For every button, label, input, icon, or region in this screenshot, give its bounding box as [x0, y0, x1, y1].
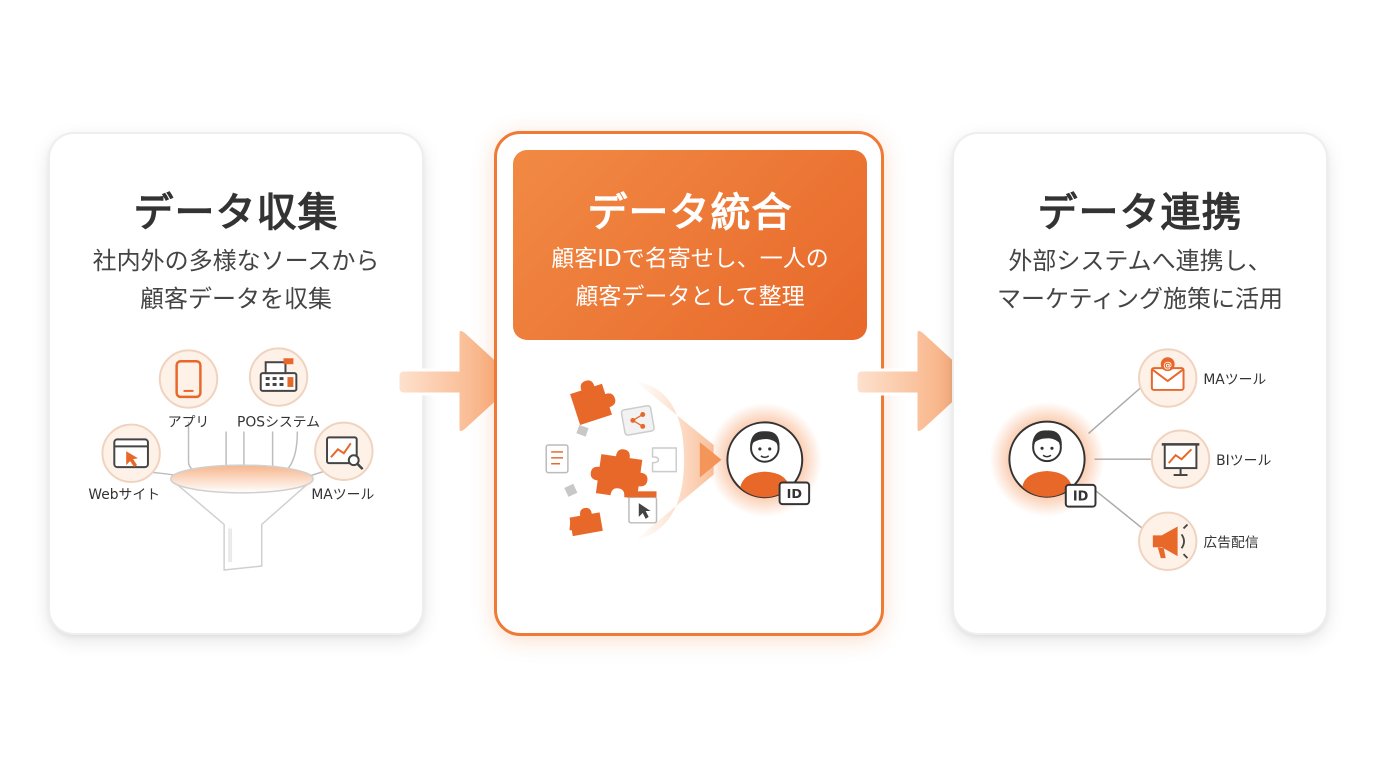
integrate-title: データ統合	[587, 190, 793, 236]
collect-diagram: アプリ POSシステム Webサイト	[88, 347, 374, 571]
collect-desc-line-1: 社内外の多様なソースから	[92, 247, 380, 275]
source-label-app: アプリ	[168, 415, 210, 431]
integrate-diagram: ID	[545, 380, 822, 541]
source-label-web: Webサイト	[88, 487, 160, 503]
integrate-header-box: データ統合 顧客IDで名寄せし、一人の 顧客データとして整理	[513, 150, 867, 340]
flow-arrow-2	[854, 327, 976, 435]
puzzle-piece-share-icon	[620, 404, 655, 436]
collect-desc-line-2: 顧客データを収集	[140, 285, 332, 313]
flow-arrow-1	[396, 327, 518, 435]
id-badge: ID	[778, 481, 811, 506]
card-data-collection: データ収集 社内外の多様なソースから 顧客データを収集	[48, 132, 424, 635]
collect-description: 社内外の多様なソースから 顧客データを収集	[50, 242, 422, 318]
id-badge-text: ID	[1073, 490, 1088, 505]
email-marketing-icon: @	[1138, 348, 1198, 408]
card-data-integration: データ統合 顧客IDで名寄せし、一人の 顧客データとして整理	[494, 131, 884, 636]
ma-tool-chart-icon	[314, 421, 374, 481]
document-list-icon	[545, 444, 569, 474]
id-badge-text: ID	[787, 487, 802, 502]
integrate-description: 顧客IDで名寄せし、一人の 顧客データとして整理	[513, 240, 867, 316]
website-browser-icon	[101, 423, 161, 483]
puzzle-piece-icon	[576, 424, 589, 437]
bi-presentation-icon	[1150, 429, 1211, 489]
puzzle-piece-cursor-icon	[628, 491, 658, 524]
card-data-linkage: データ連携 外部システムへ連携し、 マーケティング施策に活用	[952, 132, 1328, 635]
merge-beam	[634, 381, 714, 541]
puzzle-piece-icon	[564, 483, 578, 497]
integrate-desc-line-2: 顧客データとして整理	[575, 284, 805, 310]
smartphone-icon	[158, 349, 219, 409]
link-desc-line-2: マーケティング施策に活用	[996, 285, 1284, 313]
puzzle-piece-icon	[569, 520, 584, 532]
integrate-desc-line-1: 顧客IDで名寄せし、一人の	[551, 246, 829, 272]
link-diagram: ID @ MAツール BIツール	[989, 348, 1271, 571]
target-label-ad: 広告配信	[1203, 535, 1259, 551]
puzzle-piece-blank-icon	[651, 447, 677, 473]
id-badge: ID	[1064, 483, 1097, 508]
target-label-bi: BIツール	[1216, 453, 1271, 469]
pos-register-icon	[248, 347, 309, 407]
puzzle-piece-icon	[570, 380, 616, 426]
link-description: 外部システムへ連携し、 マーケティング施策に活用	[954, 242, 1326, 318]
puzzle-piece-icon	[590, 449, 648, 499]
funnel-icon	[168, 464, 316, 571]
source-label-pos: POSシステム	[237, 415, 320, 431]
megaphone-icon	[1138, 511, 1198, 571]
source-label-ma: MAツール	[311, 487, 374, 503]
collect-title: データ収集	[133, 190, 339, 236]
link-desc-line-1: 外部システムへ連携し、	[1008, 247, 1272, 275]
svg-text:@: @	[1163, 361, 1172, 371]
link-title: データ連携	[1037, 190, 1243, 236]
target-label-ma: MAツール	[1203, 372, 1266, 388]
